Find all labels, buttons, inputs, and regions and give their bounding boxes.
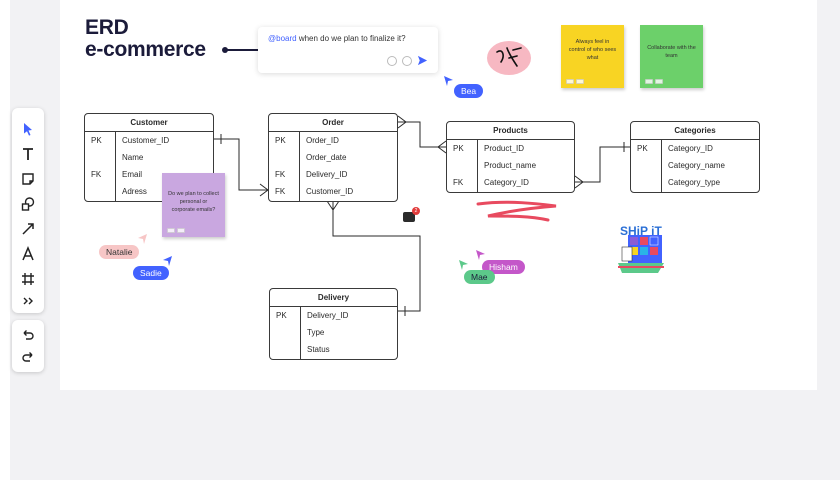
shapes-tool-button[interactable] (12, 193, 44, 215)
cursor-arrow-icon (24, 123, 32, 136)
board-title-line1: ERD (85, 16, 129, 39)
table-title: Categories (631, 122, 759, 140)
cursor-label-bea: Bea (454, 84, 484, 98)
table-row: Name (122, 153, 144, 162)
sticky-note-text: Always feel in control of who sees what (568, 39, 617, 61)
text-icon (23, 148, 33, 160)
comment-text: when do we plan to finalize it? (296, 34, 406, 43)
sadie-cursor-icon (163, 256, 172, 266)
sticky-note-green[interactable]: Collaborate with the team (640, 25, 703, 88)
sticky-note-tool-button[interactable] (12, 168, 44, 190)
sticky-note-purple[interactable]: Do we plan to collect personal or corpor… (162, 173, 225, 237)
table-row: Product_name (484, 161, 537, 170)
comment-actions (387, 55, 428, 66)
sticky-note-icon (22, 173, 34, 185)
table-title: Customer (85, 114, 213, 132)
sticky-note-text: Do we plan to collect personal or corpor… (168, 191, 219, 213)
undo-icon (23, 330, 34, 340)
cursor-label-mae: Mae (464, 270, 495, 284)
history-toolbar (12, 320, 44, 372)
table-title: Order (269, 114, 397, 132)
table-row: Type (307, 328, 325, 337)
table-row: Order_date (306, 153, 347, 162)
notification-badge: 2 (412, 207, 420, 215)
title-connector-dot (222, 47, 228, 53)
hisham-cursor-icon (476, 250, 485, 260)
frame-icon (22, 273, 34, 285)
tools-toolbar (12, 108, 44, 313)
title-connector-line (227, 49, 259, 51)
pen-icon (22, 246, 34, 261)
board-title-line2: e-commerce (85, 38, 206, 61)
table-row: Category_name (668, 161, 725, 170)
double-chevron-right-icon (23, 297, 33, 305)
key-column-divider (300, 307, 301, 359)
more-tools-button[interactable] (12, 290, 44, 312)
comment-mention[interactable]: @board (268, 34, 297, 43)
sticky-note-yellow[interactable]: Always feel in control of who sees what (561, 25, 624, 88)
connector-tool-button[interactable] (12, 218, 44, 240)
undo-button[interactable] (12, 324, 44, 346)
text-tool-button[interactable] (12, 143, 44, 165)
table-row: Adress (122, 187, 147, 196)
cursor-label-sadie: Sadie (133, 266, 169, 280)
comment-notification-icon[interactable] (403, 212, 415, 222)
sticky-note-reactions (167, 228, 185, 233)
table-row: Status (307, 345, 330, 354)
emoji-icon[interactable] (387, 55, 397, 66)
cursor-label-natalie: Natalie (99, 245, 140, 259)
frame-tool-button[interactable] (12, 268, 44, 290)
key-column-divider (661, 140, 662, 192)
shapes-icon (21, 197, 35, 211)
bea-cursor-icon (444, 76, 453, 86)
sticky-note-reactions (645, 79, 663, 84)
redo-icon (22, 352, 33, 362)
key-column-divider (299, 132, 300, 201)
left-edge (0, 0, 10, 480)
mae-cursor-icon (459, 260, 468, 270)
table-title: Delivery (270, 289, 397, 307)
table-row: Category_type (668, 178, 721, 187)
select-tool-button[interactable] (12, 118, 44, 140)
ship-it-text: SHiP iT (620, 224, 662, 238)
natalie-cursor-icon (138, 234, 147, 244)
sticky-note-text: Collaborate with the team (647, 45, 696, 59)
key-column-divider (477, 140, 478, 192)
key-column-divider (115, 132, 116, 201)
mention-icon[interactable] (402, 55, 412, 66)
table-title: Products (447, 122, 574, 140)
redo-button[interactable] (12, 346, 44, 368)
send-icon[interactable] (417, 55, 428, 66)
pen-tool-button[interactable] (12, 243, 44, 265)
cursor-label-hisham: Hisham (482, 260, 525, 274)
comment-box[interactable]: @board when do we plan to finalize it? (258, 27, 438, 73)
arrow-line-icon (22, 223, 34, 235)
sticky-note-reactions (566, 79, 584, 84)
